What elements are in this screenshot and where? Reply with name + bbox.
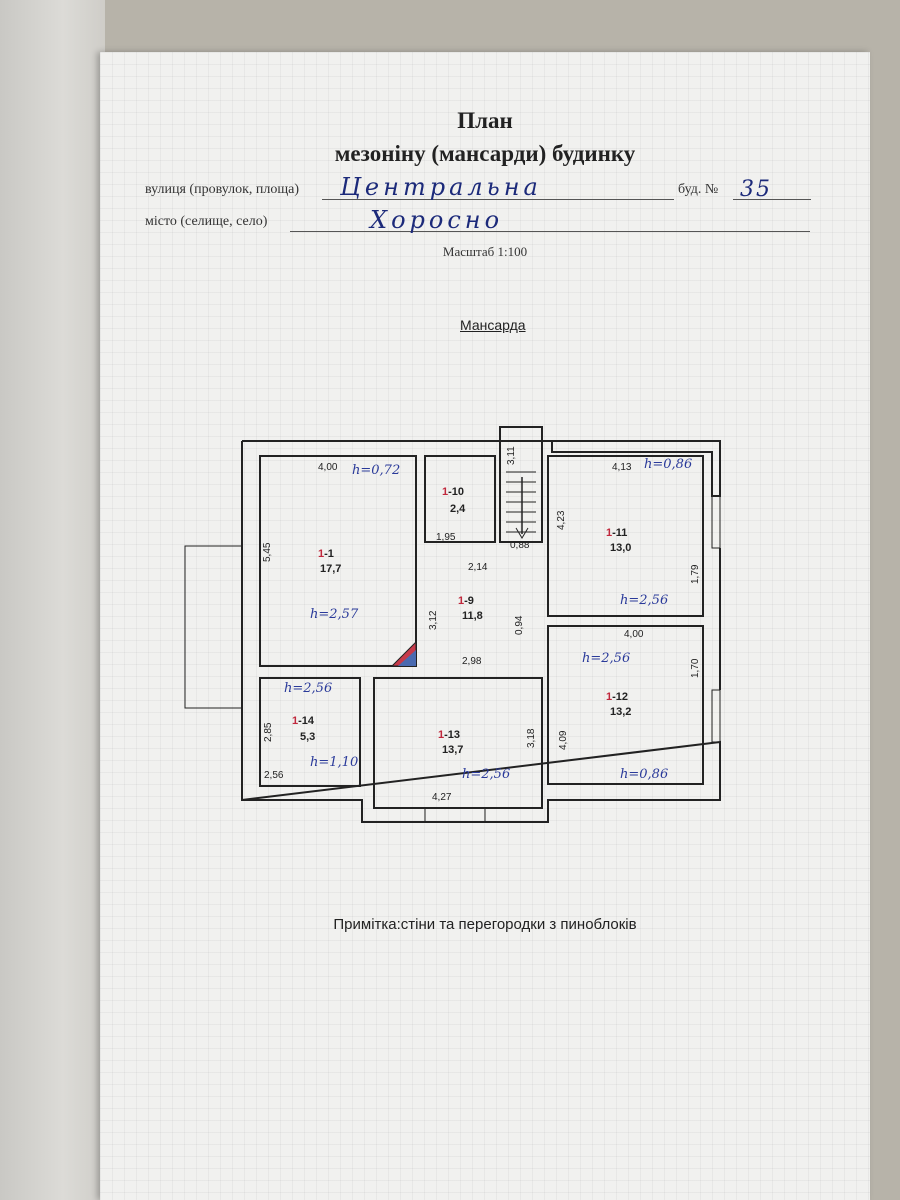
dim-r1-left: 5,45	[262, 542, 273, 562]
room-area-1-11: 13,0	[610, 542, 631, 554]
left-page-edge	[0, 0, 105, 1200]
dim-r11-right: 1,79	[690, 564, 701, 584]
dim-r9-left: 3,12	[428, 610, 439, 630]
height-r12-top: h=2,56	[582, 651, 630, 666]
dim-r14-bottom: 2,56	[264, 770, 284, 781]
street-value: Центральна	[340, 173, 542, 201]
room-area-1-12: 13,2	[610, 706, 631, 718]
room-id-1-14: 1-14	[292, 715, 315, 727]
room-area-1-10: 2,4	[450, 503, 466, 515]
note-text: Примітка:стіни та перегородки з пиноблок…	[333, 916, 637, 933]
balcony	[184, 545, 242, 709]
room-id-1-9: 1-9	[458, 595, 474, 607]
dim-r12-left: 4,09	[558, 730, 569, 750]
dim-r13-right: 3,18	[526, 728, 537, 748]
room-id-1-1: 1-1	[318, 548, 334, 560]
dim-stair-len: 3,11	[506, 446, 517, 465]
city-value: Хоросно	[370, 206, 504, 234]
document-title: План	[457, 108, 513, 133]
dim-r13-bottom: 4,27	[432, 792, 452, 803]
window-right-upper	[711, 495, 721, 549]
dim-r1-top: 4,00	[318, 462, 338, 473]
room-area-1-1: 17,7	[320, 563, 341, 575]
room-area-1-14: 5,3	[300, 731, 315, 743]
dim-r10-bottom: 1,95	[436, 532, 456, 543]
city-label: місто (селище, село)	[145, 214, 268, 229]
section-title: Мансарда	[460, 317, 526, 333]
room-1-10-walls	[424, 455, 496, 543]
room-1-12-walls	[547, 625, 704, 785]
room-id-1-10: 1-10	[442, 486, 464, 498]
window-bottom	[424, 807, 486, 823]
dim-r9-bottom: 2,98	[462, 656, 482, 667]
dim-r11-top: 4,13	[612, 462, 632, 473]
room-1-11-walls	[547, 455, 704, 617]
room-id-1-12: 1-12	[606, 691, 628, 703]
dim-stair-width: 0,88	[510, 540, 530, 551]
grid-background	[100, 52, 870, 1200]
dim-r14-left: 2,85	[263, 722, 274, 742]
street-line	[322, 199, 674, 200]
room-id-1-13: 1-13	[438, 729, 460, 741]
document-subtitle: мезоніну (мансарди) будинку	[334, 141, 636, 166]
height-r11-mid: h=2,56	[620, 593, 668, 608]
height-r1-top: h=0,72	[352, 463, 400, 478]
stair-shaft	[499, 426, 543, 543]
dim-r9-top: 2,14	[468, 562, 488, 573]
height-r1-mid: h=2,57	[310, 607, 359, 622]
room-area-1-9: 11,8	[462, 610, 483, 622]
house-value: 35	[740, 177, 772, 202]
height-r11-top: h=0,86	[644, 457, 692, 472]
height-r14-mid: h=1,10	[310, 755, 358, 770]
house-line	[733, 199, 811, 200]
scale-label: Масштаб 1:100	[442, 244, 528, 259]
house-label: буд. №	[678, 182, 719, 197]
dim-r12-top: 4,00	[624, 629, 644, 640]
height-r13: h=2,56	[462, 767, 510, 782]
floor-plan: 1-1 17,7 1-9 11,8 1-10 2,4 1-11 13,0 1-1…	[184, 426, 721, 823]
dim-r9-right: 0,94	[514, 615, 525, 635]
street-label: вулиця (провулок, площа)	[145, 182, 300, 197]
height-r14-top: h=2,56	[284, 681, 332, 696]
dim-r11-left: 4,23	[556, 510, 567, 530]
room-1-13-walls	[373, 677, 543, 809]
document-sheet: План мезоніну (мансарди) будинку вулиця …	[100, 52, 870, 1200]
city-line	[290, 231, 810, 232]
room-area-1-13: 13,7	[442, 744, 463, 756]
room-1-1-walls	[259, 455, 417, 667]
window-right-lower	[711, 689, 721, 743]
dim-r12-right: 1,70	[690, 658, 701, 678]
height-r12-bottom: h=0,86	[620, 767, 668, 782]
room-id-1-11: 1-11	[606, 527, 627, 539]
room-1-14-walls	[259, 677, 361, 787]
